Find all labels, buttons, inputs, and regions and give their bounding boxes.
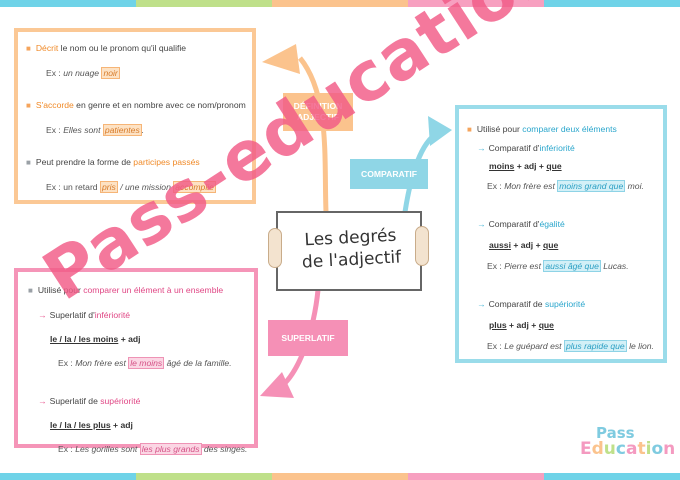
arrow-right-icon: →: [477, 143, 486, 153]
right-hand-icon: [415, 226, 429, 266]
definition-example-2: Ex : Elles sont patientes.: [46, 124, 145, 136]
definition-panel: ■Décrit le nom ou le pronom qu'il qualif…: [14, 28, 256, 204]
center-title-sign: Les degrés de l'adjectif: [276, 211, 422, 291]
arrow-right-icon: →: [477, 219, 486, 229]
comparatif-egalite-example: Ex : Pierre est aussi âgé que Lucas.: [487, 260, 629, 272]
arrow-right-icon: →: [477, 299, 486, 309]
definition-example-1: Ex : un nuage noir: [46, 67, 120, 79]
superlatif-label: SUPERLATIF: [268, 320, 348, 356]
superlatif-superiorite-heading: →Superlatif de supériorité: [38, 396, 141, 406]
comparatif-intro: ■Utilisé pour comparer deux éléments: [467, 124, 617, 134]
bottom-color-stripe: [0, 473, 680, 480]
pass-education-logo: Pass Education: [580, 424, 676, 459]
bullet-icon: ■: [467, 125, 472, 134]
comparatif-label: COMPARATIF: [350, 159, 428, 189]
comparatif-egalite-heading: →Comparatif d'égalité: [477, 219, 565, 229]
bullet-icon: ■: [28, 286, 33, 295]
arrow-to-definition: [298, 56, 329, 213]
comparatif-inferiorite-example: Ex : Mon frère est moins grand que moi.: [487, 180, 644, 192]
left-hand-icon: [268, 228, 282, 268]
superlatif-intro: ■Utilisé pour comparer un élément à un e…: [28, 285, 224, 295]
superlatif-panel: ■Utilisé pour comparer un élément à un e…: [14, 268, 258, 455]
comparatif-superiorite-formula: plus + adj + que: [489, 320, 554, 330]
superlatif-superiorite-example: Ex : Les gorilles sont les plus grands d…: [58, 443, 248, 455]
arrow-right-icon: →: [38, 310, 47, 320]
superlatif-inferiorite-formula: le / la / les moins + adj: [50, 334, 141, 344]
superlatif-superiorite-formula: le / la / les plus + adj: [50, 420, 133, 430]
definition-item-3: ■Peut prendre la forme de participes pas…: [26, 157, 200, 167]
superlatif-inferiorite-heading: →Superlatif d'infériorité: [38, 310, 131, 320]
comparatif-superiorite-example: Ex : Le guépard est plus rapide que le l…: [487, 340, 654, 352]
bullet-icon: ■: [26, 44, 31, 53]
arrow-head-definition: [262, 44, 300, 74]
definition-item-2: ■S'accorde en genre et en nombre avec ce…: [26, 100, 246, 110]
definition-example-3: Ex : un retard pris / une mission accomp…: [46, 181, 216, 193]
logo-line2: Education: [580, 439, 676, 459]
comparatif-inferiorite-formula: moins + adj + que: [489, 161, 562, 171]
comparatif-inferiorite-heading: →Comparatif d'infériorité: [477, 143, 575, 153]
comparatif-egalite-formula: aussi + adj + que: [489, 240, 559, 250]
arrow-right-icon: →: [38, 396, 47, 406]
page-title: Les degrés de l'adjectif: [301, 225, 402, 273]
superlatif-inferiorite-example: Ex : Mon frère est le moins âgé de la fa…: [58, 357, 232, 369]
definition-item-1: ■Décrit le nom ou le pronom qu'il qualif…: [26, 43, 187, 53]
arrow-head-superlatif: [260, 372, 294, 398]
top-color-stripe: [0, 0, 680, 7]
bullet-icon: ■: [26, 101, 31, 110]
arrow-head-comparatif: [428, 116, 452, 146]
bullet-icon: ■: [26, 158, 31, 167]
comparatif-panel: ■Utilisé pour comparer deux éléments →Co…: [455, 105, 667, 363]
comparatif-superiorite-heading: →Comparatif de supériorité: [477, 299, 586, 309]
